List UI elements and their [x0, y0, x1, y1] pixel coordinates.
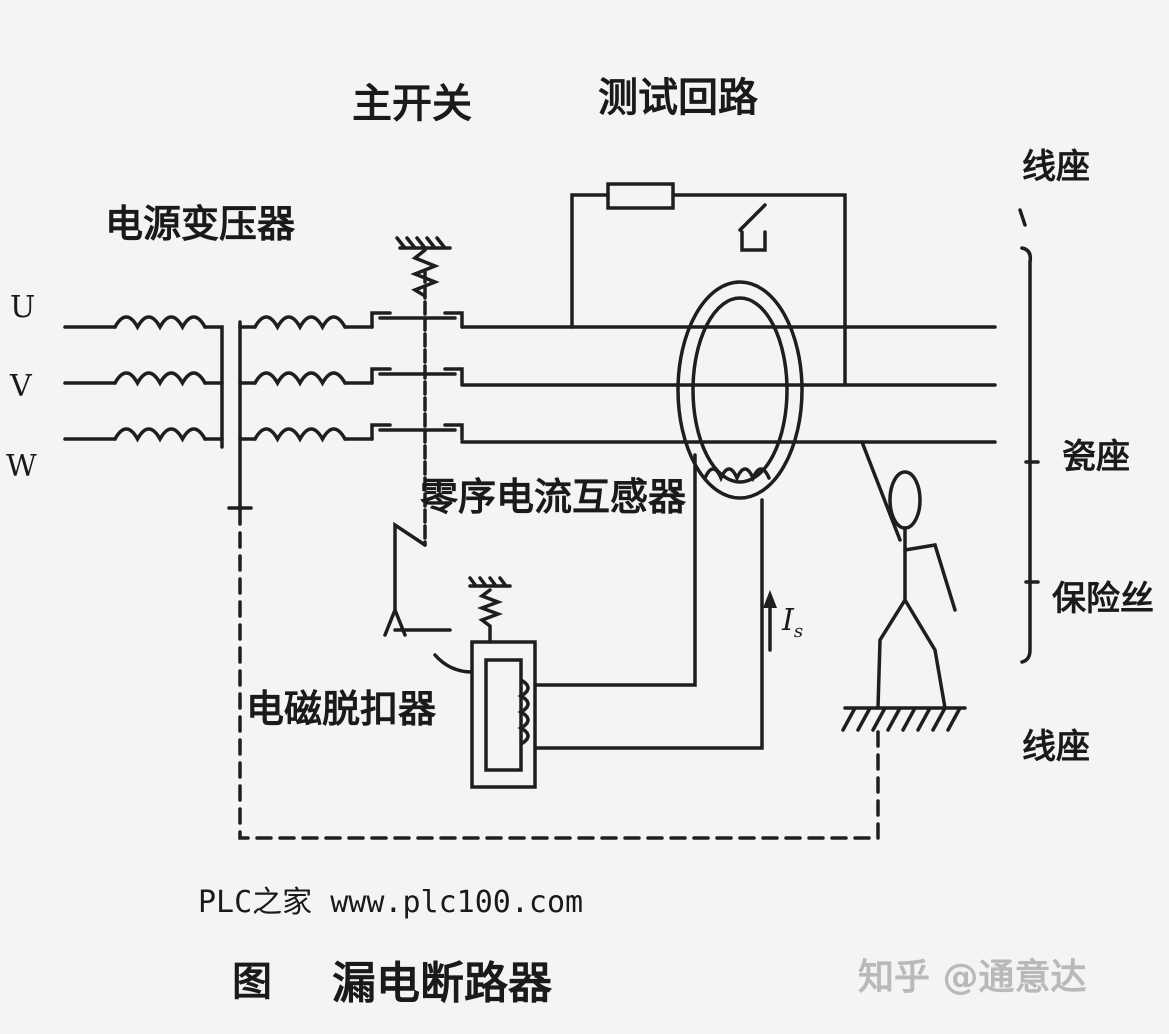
ct-lead-2	[533, 498, 764, 750]
phase-u-label: U	[10, 290, 36, 325]
main-switch-label: 主开关	[352, 81, 472, 127]
phase-w-label: W	[6, 449, 37, 484]
side-bracket	[1020, 246, 1033, 664]
primary-coil-v	[113, 371, 207, 387]
phase-u-primary-wire	[63, 325, 224, 449]
side-label-middle: 瓷座	[1062, 437, 1130, 477]
trip-coil-label: 电磁脱扣器	[246, 687, 437, 731]
test-resistor	[606, 182, 675, 210]
primary-coil-w	[113, 427, 207, 443]
trip-lever	[383, 605, 452, 637]
switch-contact-w	[370, 423, 464, 441]
ct-winding	[703, 467, 771, 483]
phase-v-label: V	[10, 369, 32, 404]
person-head	[888, 470, 922, 530]
switch-spring	[410, 248, 440, 298]
earth-ground-mark	[841, 706, 967, 732]
current-symbol: I	[782, 603, 794, 638]
trip-latch	[393, 521, 427, 612]
trip-spring	[477, 588, 503, 644]
trip-coil-core	[484, 658, 523, 772]
person-legs	[876, 598, 947, 710]
bracket-tick-top	[1018, 208, 1027, 227]
current-subscript: s	[793, 621, 804, 642]
switch-contact-v	[370, 367, 464, 385]
figure-prefix: 图	[232, 959, 272, 1005]
test-circuit-label: 测试回路	[598, 75, 758, 121]
side-label-top: 线座	[1022, 147, 1090, 187]
transformer-label: 电源变压器	[105, 202, 296, 246]
secondary-coil-v	[253, 371, 347, 387]
test-circuit-wire	[570, 193, 847, 387]
trip-ground-mark	[468, 576, 512, 588]
side-label-bottom: 线座	[1022, 727, 1090, 767]
person-right-arm	[903, 543, 957, 612]
secondary-coil-u	[253, 315, 347, 331]
trip-coil-winding	[517, 678, 530, 746]
primary-coil-u	[113, 315, 207, 331]
person-arm-to-wire	[860, 440, 902, 542]
trip-coil-housing	[470, 640, 537, 789]
figure-title: 漏电断路器	[332, 958, 552, 1009]
dashed-return-path	[238, 508, 880, 840]
switch-contact-u	[370, 311, 464, 329]
source-label: PLC之家 www.plc100.com	[198, 885, 584, 920]
zero-sequence-ct-label: 零序电流互感器	[420, 475, 687, 519]
ct-ring-inner	[691, 296, 789, 484]
trip-plunger-link	[433, 653, 474, 674]
switch-moving-bars	[378, 316, 457, 432]
current-arrow-head	[763, 590, 777, 608]
watermark: 知乎 @通意达	[858, 957, 1087, 998]
current-symbol-label: Is	[782, 606, 803, 641]
switch-ground-mark	[395, 236, 452, 250]
ct-ring-outer	[676, 280, 804, 500]
secondary-coil-w	[253, 427, 347, 443]
side-label-fuse: 保险丝	[1052, 579, 1154, 619]
test-button	[738, 203, 767, 252]
ct-lead-1	[533, 453, 697, 687]
